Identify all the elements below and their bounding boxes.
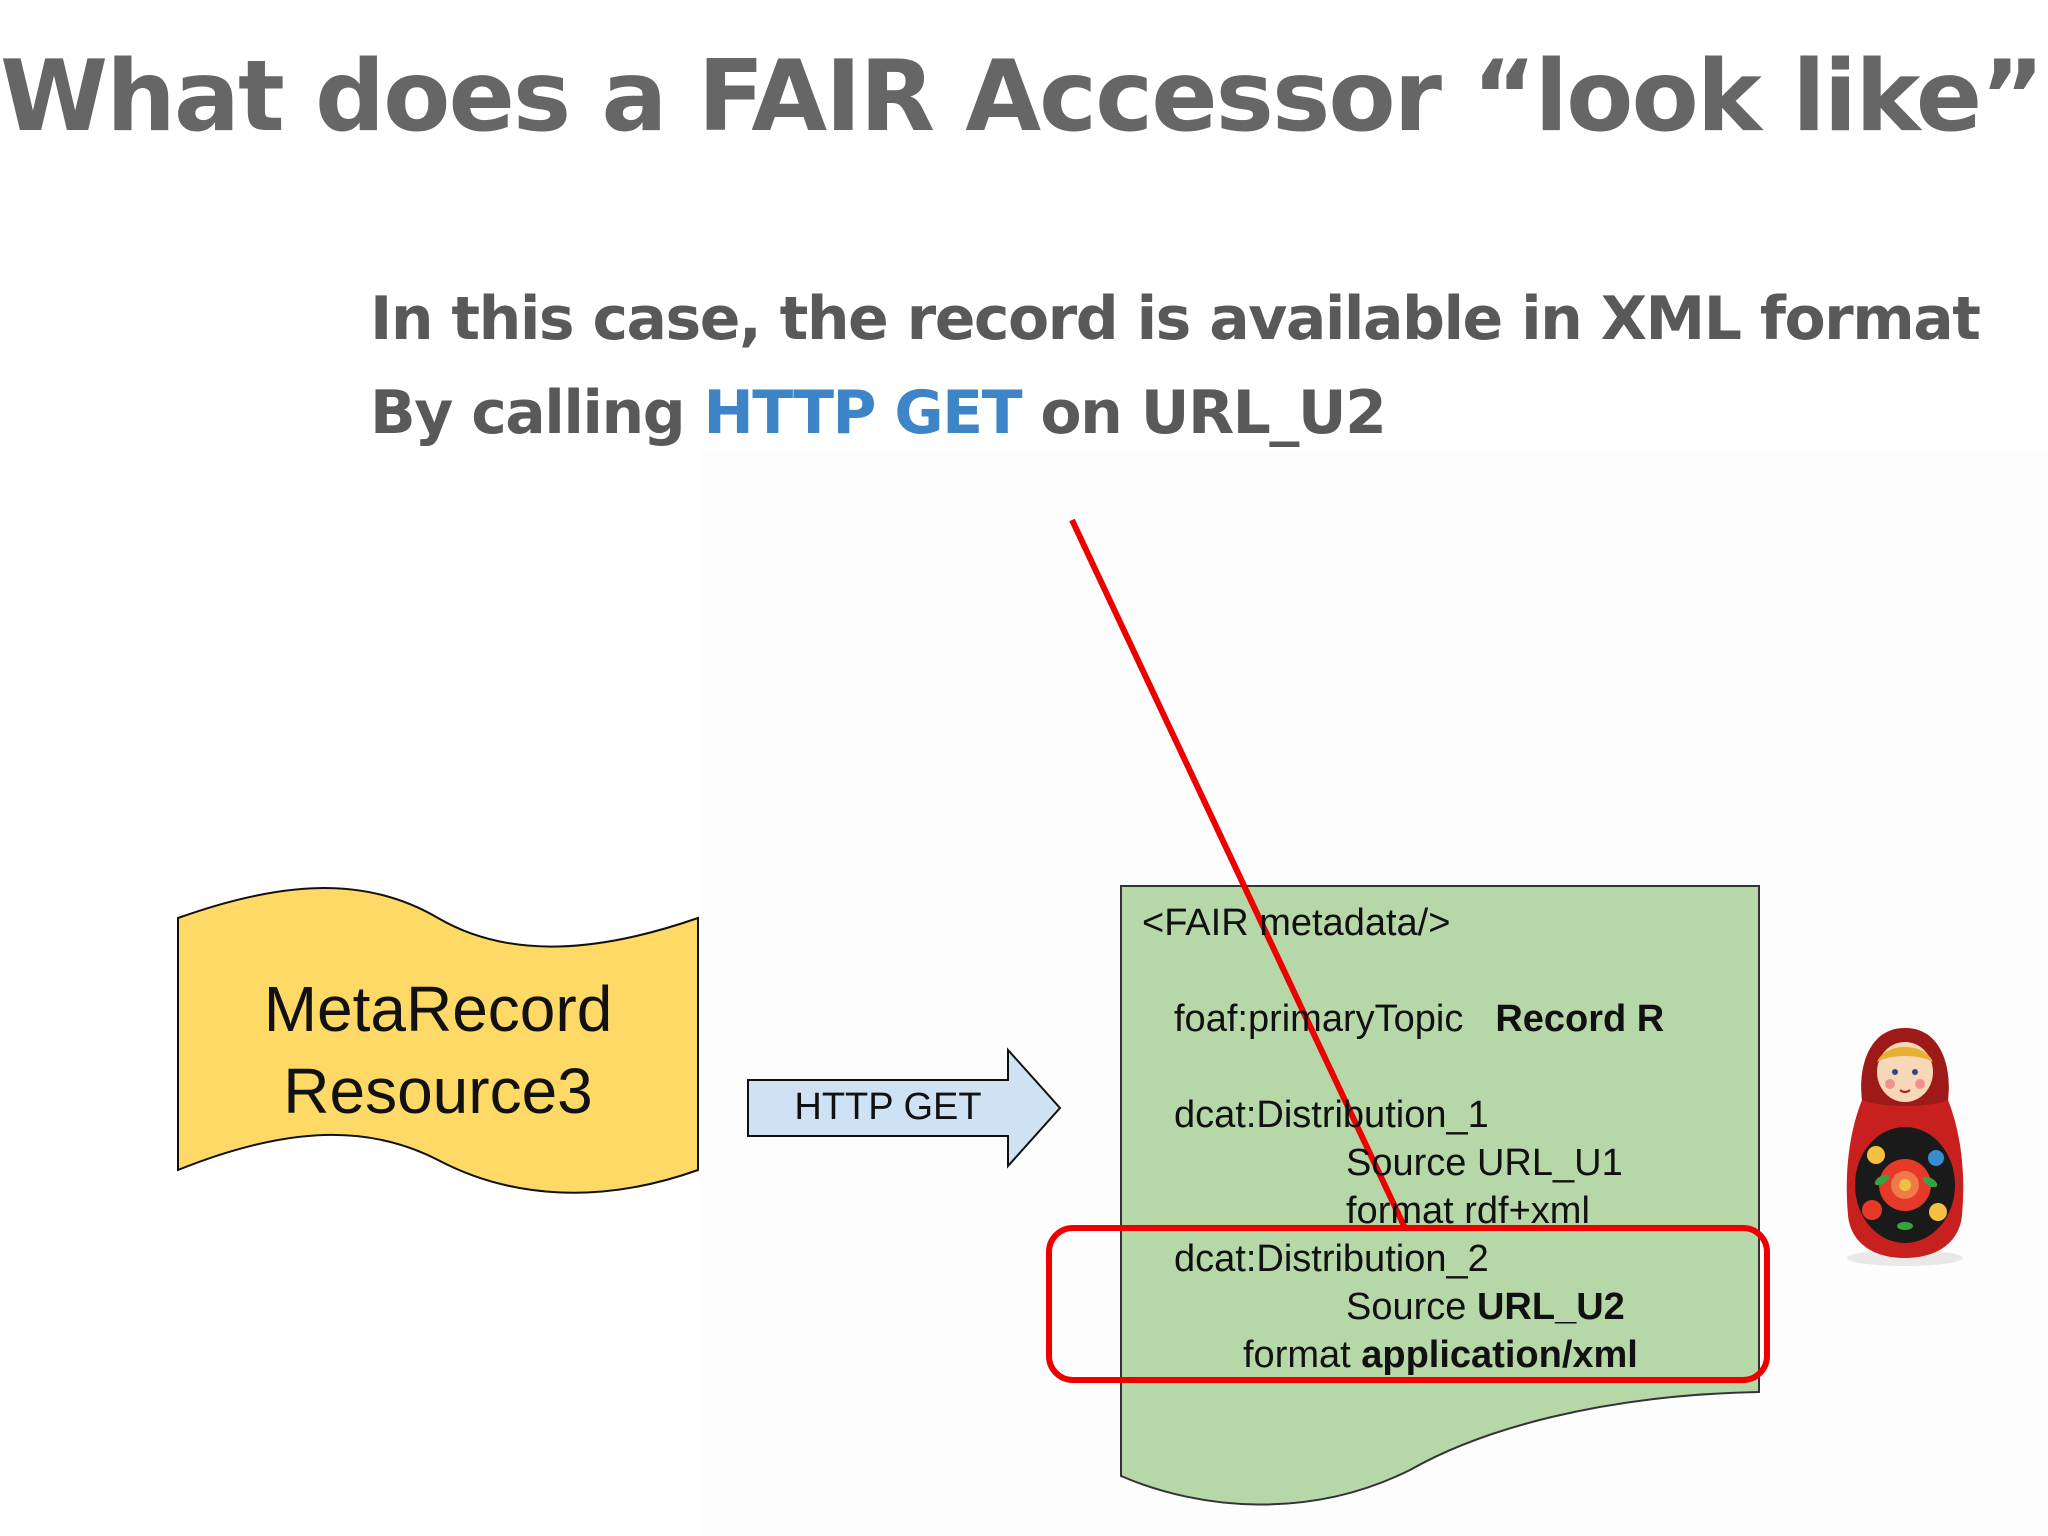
metarecord-shape [177,887,699,1194]
subtitle-accent-http-get: HTTP GET [703,378,1023,448]
subtitle-prefix: By calling [370,378,704,448]
dist1-source-key: Source [1346,1142,1477,1184]
red-pointer-line [1069,518,1408,1230]
doc-dist2-name: dcat:Distribution_2 [1174,1238,1489,1280]
dist2-format-value: application/xml [1361,1334,1638,1376]
doc-dist1-name: dcat:Distribution_1 [1174,1094,1489,1136]
dist2-source-value: URL_U2 [1476,1286,1625,1328]
dist2-source-key: Source [1346,1286,1477,1328]
doc-dist2-format: format application/xml [1243,1334,1638,1377]
doc-header: <FAIR metadata/> [1142,902,1451,944]
subtitle-line-1: In this case, the record is available in… [370,284,1981,354]
doc-dist2-source: Source URL_U2 [1346,1286,1625,1329]
slide-title: What does a FAIR Accessor “look like”? [0,40,2048,154]
dist1-format-value: rdf+xml [1464,1190,1590,1232]
doc-dist1-source: Source URL_U1 [1346,1142,1623,1185]
metarecord-line-2: Resource3 [283,1055,593,1127]
http-get-label: HTTP GET [794,1086,982,1128]
matryoshka-doll-icon [1846,1028,1964,1266]
dist1-source-value: URL_U1 [1476,1142,1623,1184]
metarecord-label: MetaRecord Resource3 [178,968,698,1132]
doc-primary-topic: foaf:primaryTopic Record R [1174,998,1664,1041]
doc-dist1-format: format rdf+xml [1346,1190,1590,1233]
dist1-format-key: format [1346,1190,1465,1232]
http-get-arrow [747,1047,1062,1169]
subtitle-line-2: By calling HTTP GET on URL_U2 [370,378,1387,448]
subtitle-suffix: on URL_U2 [1021,378,1386,448]
primary-topic-key: foaf:primaryTopic [1174,998,1464,1040]
metarecord-line-1: MetaRecord [263,973,613,1045]
dist2-format-key: format [1243,1334,1362,1376]
primary-topic-value: Record R [1495,998,1665,1040]
